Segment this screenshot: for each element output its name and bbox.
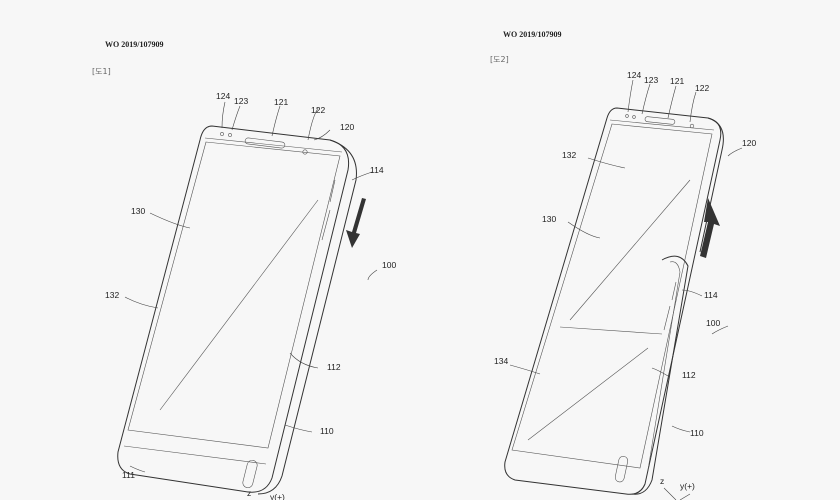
ref-130-fig2: 130	[542, 214, 556, 224]
ref-130: 130	[131, 206, 145, 216]
ref-122: 122	[311, 105, 325, 115]
ref-120-fig2: 120	[742, 138, 756, 148]
ref-123: 123	[234, 96, 248, 106]
ref-100-fig2: 100	[706, 318, 720, 328]
ref-112: 112	[327, 362, 341, 372]
ref-124: 124	[216, 91, 230, 101]
ref-114-fig2: 114	[704, 290, 718, 300]
ref-120: 120	[340, 122, 354, 132]
ref-134-fig2: 134	[494, 356, 508, 366]
ref-121-fig2: 121	[670, 76, 684, 86]
ref-111: 111	[122, 470, 135, 480]
publication-number-left: WO 2019/107909	[105, 40, 163, 49]
figure-2-device	[504, 107, 724, 495]
axis-z-1: z	[247, 488, 251, 498]
axis-y-1: y(+)	[270, 492, 285, 500]
ref-114: 114	[370, 165, 384, 175]
ref-112-fig2: 112	[682, 370, 696, 380]
ref-110-fig2: 110	[690, 428, 704, 438]
axis-z-2: z	[660, 476, 664, 486]
axis-y-2: y(+)	[680, 481, 695, 491]
ref-110: 110	[320, 426, 334, 436]
publication-number-right: WO 2019/107909	[503, 30, 561, 39]
ref-122-fig2: 122	[695, 83, 709, 93]
ref-123-fig2: 123	[644, 75, 658, 85]
ref-124-fig2: 124	[627, 70, 641, 80]
ref-132: 132	[105, 290, 119, 300]
figure-label-1: [도1]	[92, 67, 111, 76]
ref-100: 100	[382, 260, 396, 270]
ref-121: 121	[274, 97, 288, 107]
ref-132-fig2: 132	[562, 150, 576, 160]
figure-label-2: [도2]	[490, 55, 509, 64]
figure-1-device	[117, 125, 366, 495]
